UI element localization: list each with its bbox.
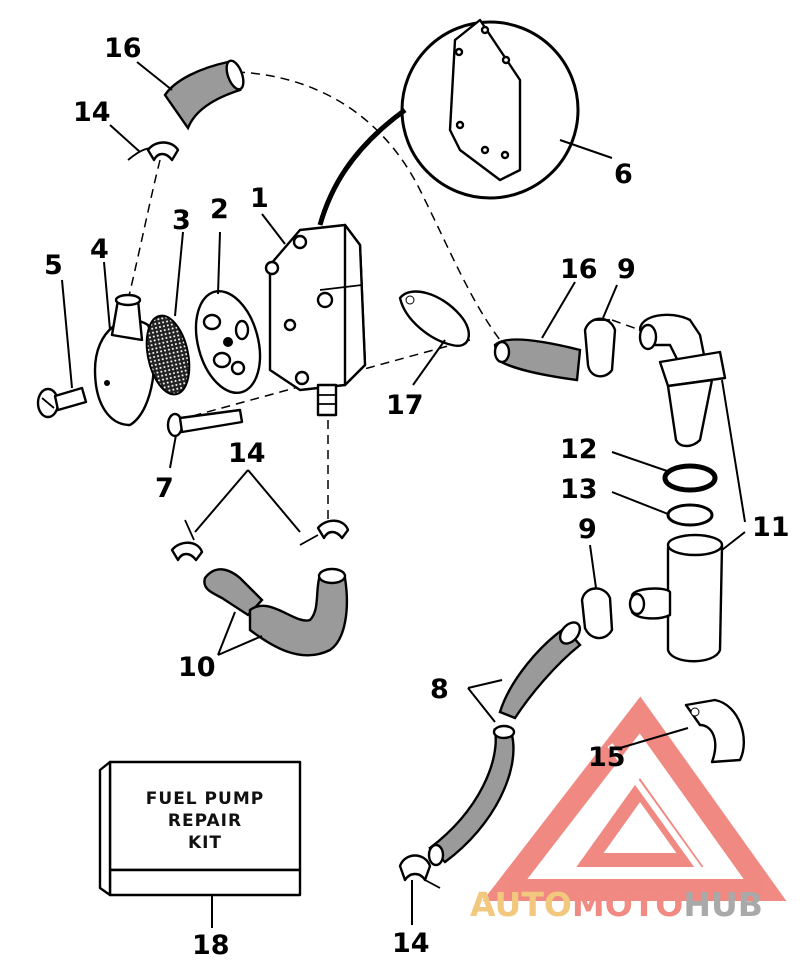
callout-16-right: 16 <box>560 254 598 285</box>
part-14-clamp-lower <box>398 854 441 889</box>
callout-18: 18 <box>192 930 230 961</box>
callout-10: 10 <box>178 652 216 683</box>
callout-14-top: 14 <box>73 97 111 128</box>
part-13-ring <box>666 503 714 527</box>
watermark-text: AUTOMOTOHUB <box>470 885 763 924</box>
repair-kit-label: FUEL PUMP REPAIR KIT <box>146 789 264 853</box>
part-9-clamp-upper <box>583 317 617 378</box>
part-1-pump-body <box>264 223 367 417</box>
part-17-gasket <box>398 290 471 348</box>
leader-lines <box>61 61 746 928</box>
watermark-hub: HUB <box>683 885 763 924</box>
part-5-screw <box>36 386 88 419</box>
callout-7: 7 <box>155 473 174 504</box>
watermark-moto: MOTO <box>572 885 683 924</box>
part-14-clamps-middle <box>170 519 350 562</box>
part-4-cover <box>93 293 156 427</box>
callout-14-lower: 14 <box>392 928 430 959</box>
callout-16-top: 16 <box>104 33 142 64</box>
callout-15: 15 <box>588 742 626 773</box>
callout-13: 13 <box>560 474 598 505</box>
part-11-filter-assembly <box>628 313 727 663</box>
part-7-bolt <box>166 408 244 438</box>
callout-6: 6 <box>614 159 633 190</box>
callout-17: 17 <box>386 390 424 421</box>
callout-labels: 16 14 6 1 5 4 3 2 7 17 16 9 12 13 9 11 1… <box>44 33 790 961</box>
callout-5: 5 <box>44 250 63 281</box>
part-9-clamp-lower <box>580 587 614 640</box>
callout-12: 12 <box>560 434 598 465</box>
callout-14-middle: 14 <box>228 438 266 469</box>
part-3-screen <box>145 314 191 396</box>
callout-9-upper: 9 <box>617 254 636 285</box>
callout-4: 4 <box>90 234 109 265</box>
callout-3: 3 <box>172 205 191 236</box>
part-6-gasket-detail <box>317 18 580 226</box>
callout-9-lower: 9 <box>578 514 597 545</box>
watermark-auto: AUTO <box>470 885 572 924</box>
watermark-logo-icon <box>482 696 787 901</box>
part-15-bracket <box>684 698 745 764</box>
part-8-hoses <box>427 621 582 867</box>
part-12-o-ring <box>662 463 718 493</box>
kit-line-3: KIT <box>188 833 222 853</box>
part-16-hose-right <box>493 338 582 382</box>
part-18-repair-kit-box <box>98 760 302 897</box>
part-10-hoses <box>203 567 349 657</box>
part-16-hose-top <box>163 59 245 131</box>
callout-1: 1 <box>250 183 269 214</box>
callout-2: 2 <box>210 194 229 225</box>
part-14-clamp-top <box>127 141 180 162</box>
kit-line-2: REPAIR <box>168 811 242 831</box>
kit-line-1: FUEL PUMP <box>146 789 264 809</box>
callout-8: 8 <box>430 674 449 705</box>
callout-11: 11 <box>752 512 790 543</box>
part-2-diaphragm <box>194 289 262 395</box>
